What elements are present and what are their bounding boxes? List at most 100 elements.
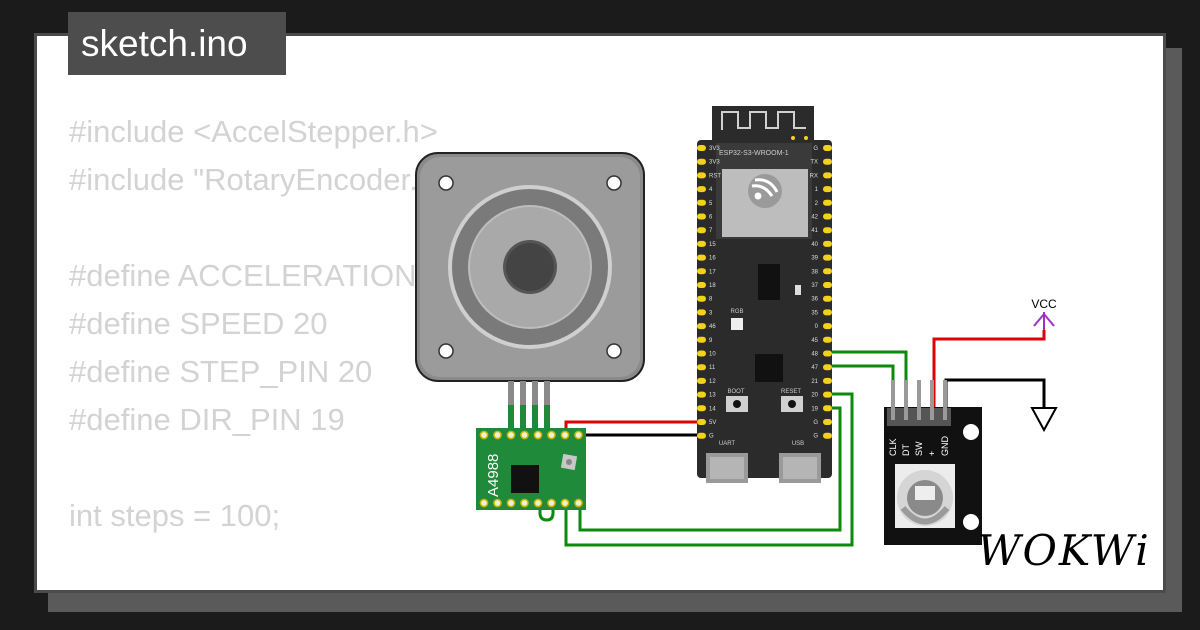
driver-pin[interactable]	[533, 430, 543, 440]
esp32-pin[interactable]	[697, 213, 706, 220]
encoder-pin[interactable]	[891, 380, 895, 420]
boot-label: BOOT	[727, 389, 744, 395]
esp32-pin[interactable]	[823, 186, 832, 193]
encoder-pin[interactable]	[943, 380, 947, 420]
esp32-pin-label: 40	[811, 242, 818, 248]
esp32-pin[interactable]	[823, 158, 832, 165]
esp32-pin-label: G	[813, 420, 818, 426]
driver-pin[interactable]	[479, 430, 489, 440]
esp32-pin-label: 12	[709, 379, 716, 385]
esp32-pin-label: 19	[811, 406, 818, 412]
encoder-pin-label: GND	[940, 436, 950, 457]
encoder-pin-label: +	[927, 451, 937, 456]
esp32-pin[interactable]	[823, 213, 832, 220]
esp32-pin[interactable]	[823, 172, 832, 179]
esp32-pin-label: 4	[709, 187, 713, 193]
esp32-pin[interactable]	[697, 377, 706, 384]
esp32-pin-label: 37	[811, 283, 818, 289]
esp32-pin[interactable]	[697, 282, 706, 288]
esp32-pin[interactable]	[823, 199, 832, 206]
esp32-pin-label: G	[813, 434, 818, 440]
esp32-pin[interactable]	[697, 405, 706, 412]
esp32-pin-label: 46	[709, 324, 716, 330]
stepper-motor[interactable]	[415, 152, 645, 431]
driver-pin[interactable]	[574, 498, 583, 508]
driver-pin[interactable]	[560, 498, 570, 508]
esp32-pin[interactable]	[823, 282, 832, 288]
boot-button[interactable]	[726, 396, 748, 412]
vcc-label: VCC	[1031, 297, 1057, 311]
driver-pin[interactable]	[520, 430, 529, 440]
driver-pin[interactable]	[574, 430, 583, 440]
esp32-pin[interactable]	[697, 309, 706, 316]
encoder-pin[interactable]	[930, 380, 934, 420]
code-line: #define SPEED 20	[69, 306, 328, 341]
esp32-pin-label: 3V3	[709, 160, 720, 166]
esp32-pin[interactable]	[697, 145, 706, 151]
esp32-pin[interactable]	[823, 268, 832, 275]
encoder-pin-label: SW	[914, 441, 924, 456]
esp32-pin[interactable]	[823, 323, 832, 330]
driver-pin[interactable]	[493, 498, 502, 508]
esp32-pin[interactable]	[823, 377, 832, 384]
esp32-pin[interactable]	[697, 268, 706, 275]
esp32-pin-label: 42	[811, 215, 818, 221]
esp32-pin[interactable]	[823, 405, 832, 412]
esp32-pin[interactable]	[823, 254, 832, 261]
uart-label: UART	[719, 441, 736, 447]
esp32-pin-label: 11	[709, 365, 716, 371]
esp32-pin-label: 5	[709, 201, 713, 207]
esp32-pin[interactable]	[697, 350, 706, 357]
esp32-pin-label: 15	[709, 242, 716, 248]
driver-pin[interactable]	[506, 498, 516, 508]
esp32-pin[interactable]	[697, 240, 706, 247]
esp32-pin[interactable]	[697, 364, 706, 371]
esp32-pin[interactable]	[823, 145, 832, 151]
esp32-pin[interactable]	[823, 227, 832, 234]
driver-pin[interactable]	[533, 498, 543, 508]
driver-pin[interactable]	[520, 498, 529, 508]
esp32-pin[interactable]	[697, 432, 706, 439]
driver-pin[interactable]	[547, 430, 556, 440]
code-line: #include <AccelStepper.h>	[69, 114, 438, 149]
esp32-pin[interactable]	[697, 227, 706, 234]
esp32-pin-label: RST	[709, 173, 721, 179]
esp32-pin[interactable]	[823, 350, 832, 357]
esp32-pin[interactable]	[823, 240, 832, 247]
esp32-pin[interactable]	[697, 323, 706, 330]
code-line: #define DIR_PIN 19	[69, 402, 345, 437]
esp32-pin[interactable]	[697, 336, 706, 343]
esp32-pin-label: 13	[709, 393, 716, 399]
reset-button[interactable]	[781, 396, 803, 412]
esp32-pin-label: 38	[811, 269, 818, 275]
esp32-pin-label: 39	[811, 256, 818, 262]
esp32-pin[interactable]	[697, 254, 706, 261]
driver-pin[interactable]	[506, 430, 516, 440]
esp32-pin[interactable]	[697, 419, 706, 425]
driver-pin[interactable]	[547, 498, 556, 508]
esp32-pin[interactable]	[697, 391, 706, 398]
esp32-pin[interactable]	[697, 158, 706, 165]
esp32-pin[interactable]	[823, 432, 832, 439]
encoder-pin[interactable]	[917, 380, 921, 420]
esp32-pin[interactable]	[823, 336, 832, 343]
esp32-pin[interactable]	[823, 309, 832, 316]
esp32-pin[interactable]	[823, 391, 832, 398]
a4988-driver[interactable]: A4988	[476, 428, 586, 510]
esp32-pin[interactable]	[823, 364, 832, 371]
esp32-pin[interactable]	[697, 295, 706, 302]
driver-pin[interactable]	[479, 498, 489, 508]
esp32-pin[interactable]	[697, 199, 706, 206]
encoder-pin-label: DT	[901, 444, 911, 456]
esp32-pin[interactable]	[697, 172, 706, 179]
esp32-pin[interactable]	[823, 295, 832, 302]
encoder-pin[interactable]	[904, 380, 908, 420]
esp32-s3-board[interactable]: ESP32-S3-WROOM-1 RGB BOOT RESET UART USB…	[697, 106, 832, 483]
driver-pin[interactable]	[560, 430, 570, 440]
esp32-pin-label: 14	[709, 406, 716, 412]
esp32-pin[interactable]	[823, 419, 832, 425]
driver-pin[interactable]	[493, 430, 502, 440]
driver-label: A4988	[485, 454, 502, 497]
esp32-pin[interactable]	[697, 186, 706, 193]
